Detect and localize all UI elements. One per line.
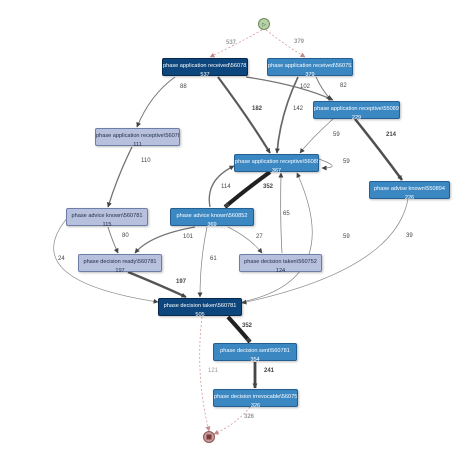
edge-n9-n11 [127, 270, 187, 299]
node-application-receptive-550894[interactable]: phase application receptive\550894 229 [313, 101, 400, 121]
edge-label-n11-n5: 59 [343, 234, 350, 240]
node-count: 367 [271, 168, 282, 174]
node-decision-taken-560781[interactable]: phase decision taken\560781 505 [158, 298, 242, 318]
edge-label-n2-n3: 82 [340, 83, 347, 89]
node-label: phase decision taken\560781 [163, 303, 237, 309]
node-count: 124 [275, 268, 286, 274]
edge-n8-n11 [197, 226, 208, 298]
edge-label-n7-n11: 24 [58, 256, 65, 262]
node-decision-ready-560781[interactable]: phase decision ready\560781 197 [78, 254, 162, 274]
stop-icon [206, 434, 212, 440]
edge-label-n8-n5: 114 [221, 184, 231, 190]
edge-label-n6-n11: 39 [406, 233, 413, 239]
edge-label-n12-n13: 241 [264, 368, 275, 374]
edge-label-n4-n7: 110 [141, 158, 151, 164]
edge-n8-n5 [208, 165, 235, 208]
edge-n4-n7 [106, 146, 133, 208]
edge-n3-n5 [299, 118, 334, 154]
start-icon: ▷ [262, 22, 266, 28]
edge-label-n7-n9: 80 [122, 233, 129, 239]
edge-n8-n9 [134, 226, 196, 254]
node-count: 197 [115, 268, 125, 274]
node-count: 369 [207, 222, 217, 228]
node-count: 115 [102, 222, 112, 228]
edge-label-n8-n9: 101 [183, 234, 194, 240]
edge-label-n8-n10: 27 [256, 234, 263, 240]
edge-label-n11-end: 121 [208, 368, 219, 374]
node-count: 326 [250, 403, 261, 409]
node-decision-sent-560781[interactable]: phase decision sent\560781 354 [213, 343, 297, 363]
edge-n1-n4 [136, 76, 176, 128]
edge-n2-n5 [274, 76, 299, 154]
node-label: phase advice known\560852 [176, 213, 248, 219]
edge-start-n2 [265, 29, 306, 58]
node-application-received-560752[interactable]: phase application received\560752 379 [267, 58, 353, 78]
node-decision-taken-560752[interactable]: phase decision taken\560752 124 [239, 254, 322, 274]
node-label: phase application receptive\550894 [314, 106, 399, 112]
node-count: 354 [250, 357, 260, 363]
node-count: 111 [133, 142, 142, 148]
edge-n8-n10 [227, 226, 263, 254]
node-advice-known-560781[interactable]: phase advice known\560781 115 [66, 208, 148, 228]
edge-label-n13-end: 326 [244, 414, 255, 420]
end-node[interactable] [203, 431, 215, 443]
edge-n11-n12 [226, 315, 252, 344]
node-label: phase decision sent\560781 [220, 348, 290, 354]
edge-n7-n11 [53, 216, 159, 304]
edge-label-n5-n5: 59 [343, 159, 350, 165]
node-label: phase advice known\560781 [71, 213, 143, 219]
node-label: phase decision taken\560752 [244, 259, 317, 265]
node-application-received-560781[interactable]: phase application received\560781 537 [162, 58, 248, 78]
edge-label-n11-n12: 352 [242, 323, 253, 329]
edge-label-n8-n11: 61 [210, 256, 217, 262]
node-count: 226 [404, 195, 415, 201]
edge-label-n5-n8: 352 [263, 184, 274, 190]
node-count: 537 [200, 72, 210, 78]
node-decision-irrevocable-560752[interactable]: phase decision irrevocable\560752 326 [213, 389, 298, 409]
node-label: phase application received\560781 [163, 63, 247, 69]
node-label: phase decision irrevocable\560752 [214, 394, 297, 400]
edge-label-n1-n4: 88 [180, 84, 187, 90]
node-count: 229 [351, 115, 362, 121]
node-label: phase application received\560752 [268, 63, 352, 69]
edge-label-n1-n5: 182 [252, 106, 263, 112]
node-count: 379 [305, 72, 315, 78]
edge-label-n10-n5: 65 [283, 211, 290, 217]
node-application-receptive-560852[interactable]: phase application receptive\560852 367 [234, 154, 319, 174]
node-label: phase decision ready\560781 [83, 259, 157, 265]
edge-n11-end [199, 316, 211, 432]
node-count: 505 [195, 312, 205, 318]
edge-label-n9-n11: 197 [176, 279, 187, 285]
node-label: phase application receptive\560781 [96, 133, 179, 139]
edge-n6-n11 [241, 198, 409, 305]
edge-n2-n3 [315, 76, 332, 101]
edge-label-start-n1: 537 [226, 40, 237, 46]
edge-n13-end [213, 406, 251, 435]
edge-n5-n5 [315, 157, 333, 171]
edge-n5-n8 [223, 170, 272, 209]
edge-label-n3-n5: 59 [333, 132, 340, 138]
node-advise-known-550894[interactable]: phase advise known\550894 226 [369, 181, 450, 201]
edge-label-n3-n6: 214 [386, 132, 397, 138]
edge-n3-n6 [354, 118, 404, 181]
node-application-receptive-560781[interactable]: phase application receptive\560781 111 [95, 128, 180, 148]
edge-n7-n9 [107, 226, 119, 254]
edge-label-n2-n5: 142 [293, 106, 304, 112]
start-node[interactable]: ▷ [258, 18, 270, 30]
node-label: phase application receptive\560852 [235, 159, 318, 165]
node-label: phase advise known\550894 [374, 186, 445, 192]
edge-n11-n5 [241, 172, 313, 303]
edge-label-n1-n3: 102 [300, 84, 311, 90]
edge-n1-n5 [217, 76, 271, 154]
node-advice-known-560852[interactable]: phase advice known\560852 369 [170, 208, 254, 228]
edge-start-n1 [209, 29, 263, 58]
edge-label-start-n2: 379 [294, 39, 305, 45]
edge-n10-n5 [278, 172, 284, 254]
